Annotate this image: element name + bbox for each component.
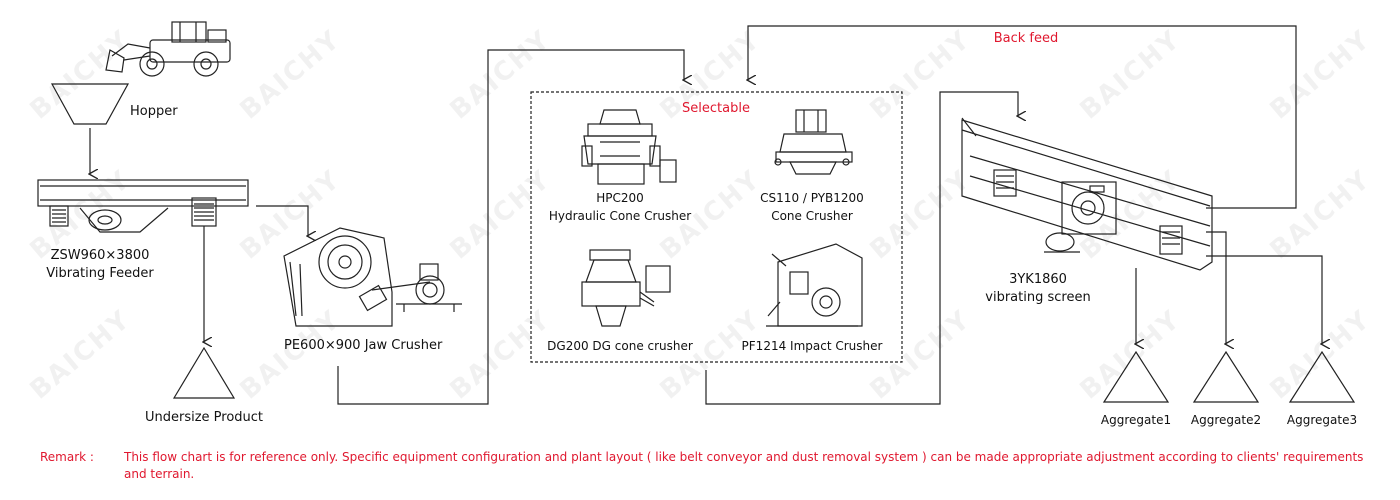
feeder-name-label: Vibrating Feeder <box>46 266 154 281</box>
screen-name-label: vibrating screen <box>985 290 1091 305</box>
selectable-group-box <box>530 91 903 363</box>
aggregate3-pile-icon <box>1288 350 1356 403</box>
back-feed-label: Back feed <box>993 31 1059 46</box>
hopper-icon <box>50 83 130 125</box>
hpc-model-label: HPC200 <box>596 191 644 205</box>
hpc-name-label: Hydraulic Cone Crusher <box>548 209 692 223</box>
vibrating-feeder-icon <box>37 179 249 233</box>
hpc200-crusher-icon <box>581 109 677 185</box>
selectable-label: Selectable <box>682 101 750 116</box>
feeder-model-label: ZSW960×3800 <box>50 248 150 263</box>
undersize-pile-icon <box>172 346 236 399</box>
dg200-label: DG200 DG cone crusher <box>547 339 693 353</box>
remark-text: This flow chart is for reference only. S… <box>124 450 1364 481</box>
hopper-label: Hopper <box>130 104 178 119</box>
screen-model-label: 3YK1860 <box>1009 272 1067 287</box>
cs-model-label: CS110 / PYB1200 <box>760 191 864 205</box>
jaw-crusher-label: PE600×900 Jaw Crusher <box>284 338 443 353</box>
jaw-crusher-icon <box>283 227 462 327</box>
aggregate1-label: Aggregate1 <box>1100 413 1172 427</box>
aggregate3-label: Aggregate3 <box>1286 413 1358 427</box>
cs-name-label: Cone Crusher <box>771 209 853 223</box>
cs110-cone-crusher-icon <box>774 109 853 175</box>
aggregate2-pile-icon <box>1192 350 1260 403</box>
undersize-product-label: Undersize Product <box>144 410 264 425</box>
dg200-cone-crusher-icon <box>581 249 671 327</box>
vibrating-screen-icon <box>961 117 1216 271</box>
pf1214-label: PF1214 Impact Crusher <box>741 339 883 353</box>
remark-note: Remark : This flow chart is for referenc… <box>40 449 1370 483</box>
aggregate2-label: Aggregate2 <box>1190 413 1262 427</box>
remark-label: Remark : <box>40 450 94 464</box>
pf1214-impact-crusher-icon <box>766 243 863 327</box>
wheel-loader-icon <box>105 21 231 77</box>
aggregate1-pile-icon <box>1102 350 1170 403</box>
